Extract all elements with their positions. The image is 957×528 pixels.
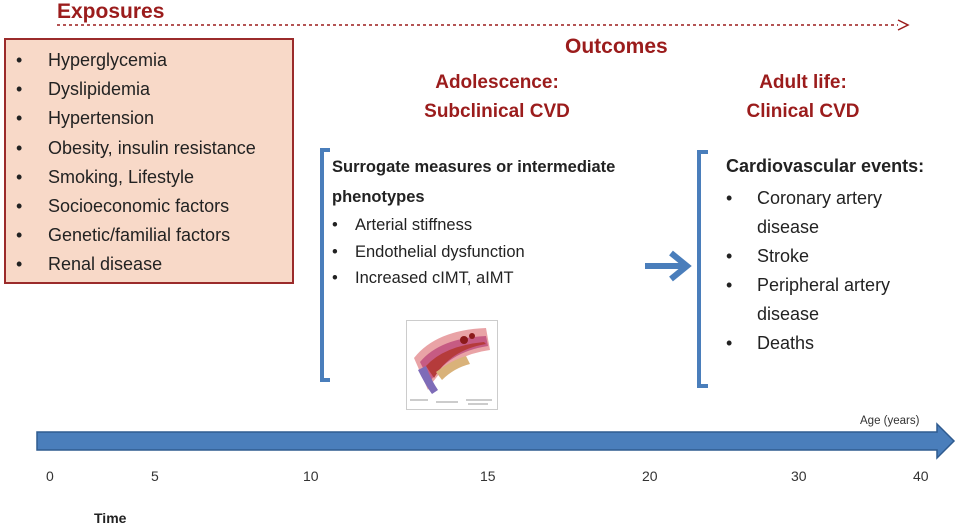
surrogate-list: • Arterial stiffness • Endothelial dysfunc… — [332, 212, 525, 292]
list-item: • Renal disease — [16, 250, 292, 279]
events-heading: Cardiovascular events: — [726, 156, 925, 176]
list-item: • Peripheral artery disease — [726, 271, 946, 329]
event-label: Peripheral artery — [757, 275, 891, 295]
list-item: • Socioeconomic factors — [16, 192, 292, 221]
event-label: Coronary artery — [757, 188, 883, 208]
bullet-icon: • — [332, 242, 338, 261]
list-item: • Increased cIMT, aIMT — [332, 265, 525, 292]
list-item: • Smoking, Lifestyle — [16, 163, 292, 192]
tick-label: 10 — [303, 468, 319, 484]
bullet-icon: • — [332, 269, 338, 287]
list-item: • Stroke — [726, 242, 946, 271]
exposure-label: Renal disease — [48, 254, 163, 275]
adult-life-label: Adult life: — [759, 72, 847, 93]
list-item: • Endothelial dysfunction — [332, 239, 525, 266]
list-item: • Genetic/familial factors — [16, 221, 292, 250]
list-item: • Deaths — [726, 329, 946, 358]
bullet-icon: • — [726, 275, 733, 295]
list-item: • Hypertension — [16, 104, 292, 133]
time-label: Time — [94, 510, 127, 526]
surrogate-label: Increased cIMT, aIMT — [355, 269, 514, 287]
tick-label: 20 — [642, 468, 658, 484]
adolescence-label: Adolescence: — [435, 72, 559, 93]
bullet-icon: • — [16, 196, 23, 217]
tick-label: 30 — [791, 468, 807, 484]
surrogate-heading: Surrogate measures or intermediate pheno… — [332, 152, 652, 212]
adult-stage-label: Adult life: Clinical CVD — [728, 68, 878, 126]
events-list: • Coronary artery disease • Stroke • Periphe… — [726, 184, 946, 358]
list-item: • Hyperglycemia — [16, 46, 292, 75]
bullet-icon: • — [726, 188, 733, 208]
exposure-label: Dyslipidemia — [48, 79, 151, 100]
events-bracket-icon — [697, 150, 708, 388]
event-label-cont: disease — [757, 304, 820, 324]
outcomes-title: Outcomes — [565, 35, 668, 58]
exposure-label: Hypertension — [48, 108, 155, 129]
tick-label: 40 — [913, 468, 929, 484]
list-item: • Coronary artery disease — [726, 184, 946, 242]
exposures-title: Exposures — [57, 0, 165, 23]
exposure-label: Socioeconomic factors — [48, 196, 230, 217]
adolescence-stage-label: Adolescence: Subclinical CVD — [412, 68, 582, 126]
event-label-cont: disease — [757, 217, 820, 237]
list-item: • Dyslipidemia — [16, 75, 292, 104]
dotted-timeline-arrow — [57, 19, 910, 31]
surrogate-bracket-icon — [320, 148, 330, 382]
bullet-icon: • — [726, 246, 733, 266]
bullet-icon: • — [16, 225, 23, 246]
exposure-label: Hyperglycemia — [48, 50, 168, 70]
bullet-icon: • — [16, 254, 23, 275]
bullet-icon: • — [332, 216, 338, 234]
bullet-icon: • — [16, 79, 23, 100]
exposure-label: Obesity, insulin resistance — [48, 137, 256, 158]
right-arrow-icon — [645, 250, 692, 282]
clinical-cvd-label: Clinical CVD — [746, 101, 860, 122]
bullet-icon: • — [726, 333, 733, 353]
artery-cross-section-image — [406, 320, 498, 410]
bullet-icon: • — [16, 166, 23, 187]
age-axis-label: Age (years) — [860, 415, 920, 427]
bullet-icon: • — [16, 137, 23, 158]
exposures-box: • Hyperglycemia • Dyslipidemia • Hypertensi… — [4, 38, 294, 284]
surrogate-heading-line2: phenotypes — [332, 188, 425, 206]
tick-label: 15 — [480, 468, 496, 484]
exposure-label: Genetic/familial factors — [48, 225, 231, 246]
bullet-icon: • — [16, 50, 23, 70]
tick-label: 0 — [46, 468, 54, 484]
tick-label: 5 — [151, 468, 159, 484]
exposures-list: • Hyperglycemia • Dyslipidemia • Hypertensi… — [6, 40, 292, 280]
event-label: Stroke — [757, 246, 810, 266]
bullet-icon: • — [16, 108, 23, 129]
surrogate-label: Endothelial dysfunction — [355, 242, 525, 261]
exposure-label: Smoking, Lifestyle — [48, 166, 195, 187]
list-item: • Obesity, insulin resistance — [16, 134, 292, 163]
surrogate-heading-line1: Surrogate measures or intermediate — [332, 158, 616, 176]
list-item: • Arterial stiffness — [332, 212, 525, 239]
event-label: Deaths — [757, 333, 815, 353]
subclinical-cvd-label: Subclinical CVD — [424, 101, 570, 122]
surrogate-label: Arterial stiffness — [355, 216, 473, 234]
